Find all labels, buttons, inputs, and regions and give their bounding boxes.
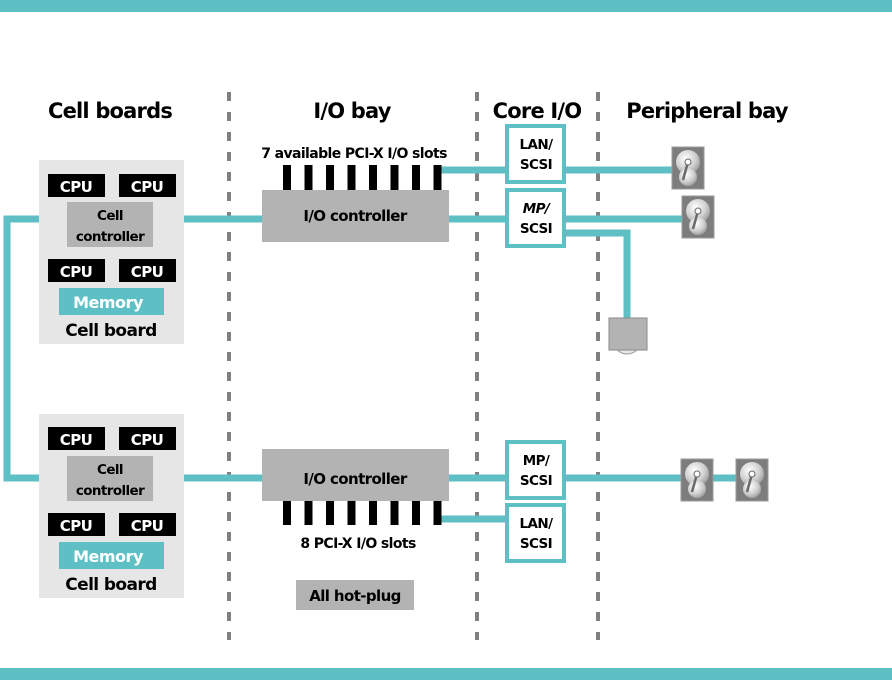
pci-slot [433,165,442,190]
core-io-card: LAN/ SCSI [505,124,566,184]
cpu-chip [48,174,105,197]
core-io-card: MP/ SCSI [505,188,566,248]
cpu-label: CPU [131,263,163,281]
core-io-line1: LAN/ [520,516,554,532]
cell-controller-line2: controller [76,483,145,499]
pci-slot [412,165,420,190]
pci-slot [433,501,442,525]
hot-plug-label: All hot-plug [309,587,401,605]
cpu-chip [48,427,105,450]
pci-slots [283,501,442,525]
hard-disk-icon [670,145,706,191]
cpu-label: CPU [131,431,163,449]
slots-label: 7 available PCI-X I/O slots [261,146,447,162]
io-bay-lower: I/O controller 8 PCI-X I/O slots All hot… [262,449,449,610]
header-io-bay: I/O bay [313,99,391,123]
pci-slot [283,165,291,190]
pci-slot [347,501,356,525]
cpu-label: CPU [131,517,163,535]
pci-slot [304,501,313,525]
cpu-label: CPU [131,178,163,196]
top-accent-band [0,0,892,12]
pci-slot [326,165,334,190]
core-io-card: LAN/ SCSI [505,503,566,563]
cpu-label: CPU [60,263,92,281]
cpu-chip [48,513,105,536]
cpu-label: CPU [60,178,92,196]
pci-slot [369,501,377,525]
cell-controller [67,456,153,501]
link-cellboards [3,215,40,482]
io-controller-label: I/O controller [303,470,407,488]
cell-controller [67,202,153,247]
cpu-label: CPU [60,517,92,535]
hard-disk-icon [734,457,770,503]
pci-slot [347,165,356,190]
io-controller [262,190,449,242]
pci-slot [390,165,399,190]
optical-drive-icon [608,317,648,355]
cell-board: CPU CPU Cell controller CPU CPU Memory C… [39,160,184,344]
cpu-chip [48,259,105,282]
io-controller [262,449,449,501]
pci-slot [326,501,334,525]
header-core-io: Core I/O [493,99,582,123]
memory-block [59,542,164,569]
hard-disk-icon [680,194,716,240]
cpu-label: CPU [60,431,92,449]
core-io-line1: LAN/ [520,137,554,153]
cell-controller-line1: Cell [97,208,123,224]
cpu-chip [119,427,176,450]
link-mp-optical [566,229,631,318]
core-io-card: MP/ SCSI [505,440,566,500]
bottom-accent-band [0,668,892,680]
cell-controller-line1: Cell [97,462,123,478]
cell-controller-line2: controller [76,229,145,245]
memory-label: Memory [73,293,144,312]
core-io-line2: SCSI [520,157,552,173]
cell-board-caption: Cell board [65,575,156,595]
io-bay-upper: 7 available PCI-X I/O slots I/O controll… [261,146,449,242]
core-io-line2: SCSI [520,473,552,489]
pci-slot [390,501,399,525]
core-io-line2: SCSI [520,536,552,552]
core-io-line1: MP/ [523,453,550,469]
hard-disk-icon [679,457,715,503]
slots-label: 8 PCI-X I/O slots [300,536,416,552]
pci-slot [283,501,291,525]
cpu-chip [119,513,176,536]
cpu-chip [119,259,176,282]
cell-board-caption: Cell board [65,321,156,341]
pci-slot [304,165,313,190]
pci-slot [369,165,377,190]
header-cell-boards: Cell boards [48,99,172,123]
io-controller-label: I/O controller [303,207,407,225]
cell-board: CPU CPU Cell controller CPU CPU Memory C… [39,414,184,598]
memory-block [59,288,164,315]
connections [3,166,740,523]
core-io-line1: MP/ [523,201,551,217]
core-io-line2: SCSI [520,221,552,237]
memory-label: Memory [73,547,144,566]
hot-plug-badge [296,580,414,610]
cpu-chip [119,174,176,197]
pci-slots [283,165,442,190]
pci-slot [412,501,420,525]
header-peripheral-bay: Peripheral bay [626,99,789,123]
